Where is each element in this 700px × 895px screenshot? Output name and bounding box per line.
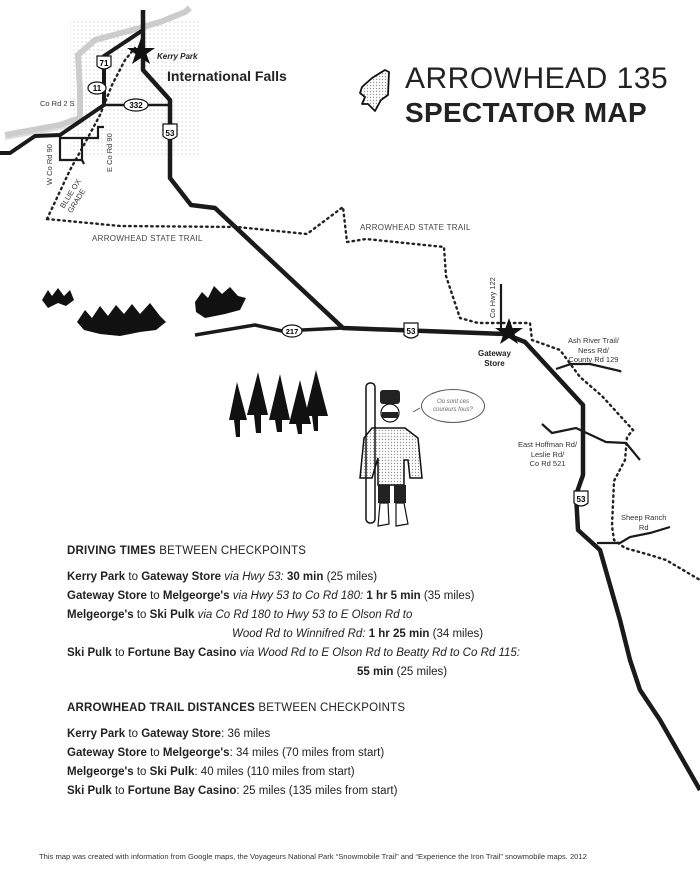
shield-217-icon: 217: [281, 324, 303, 338]
sheep-ranch-road: [597, 525, 671, 545]
w-co-rd-90-label: W Co Rd 90: [45, 144, 54, 185]
shield-332-icon: 332: [123, 98, 149, 112]
east-hoffman-road: [541, 423, 641, 461]
gateway-store-label: Gateway Store: [478, 349, 511, 368]
distance-row: Gateway Store to Melgeorge's: 34 miles (…: [67, 747, 385, 759]
shield-53-icon: 53: [162, 123, 178, 141]
ash-river-trail-road: [555, 362, 622, 373]
arrowhead-state-trail: [45, 204, 700, 582]
title-line-1: ARROWHEAD 135: [405, 62, 669, 95]
trail-distances-header: ARROWHEAD TRAIL DISTANCES BETWEEN CHECKP…: [67, 702, 406, 714]
pine-trees-icon: [42, 286, 246, 336]
kerry-park-label: Kerry Park: [157, 52, 198, 61]
footer-credit: This map was created with information fr…: [39, 852, 587, 861]
driving-times-header: DRIVING TIMES BETWEEN CHECKPOINTS: [67, 545, 307, 557]
shield-71-icon: 71: [96, 55, 112, 70]
voyageur-with-paddle-icon: [359, 382, 423, 527]
arrowhead-state-trail-label: ARROWHEAD STATE TRAIL: [92, 234, 203, 243]
driving-row: Ski Pulk to Fortune Bay Casino via Wood …: [67, 647, 520, 659]
title-line-2: SPECTATOR MAP: [405, 97, 647, 128]
ash-river-trail-label: Ash River Trail/ Ness Rd/ County Rd 129: [568, 336, 619, 364]
svg-text:11: 11: [93, 84, 102, 93]
trail-distances-section: ARROWHEAD TRAIL DISTANCES BETWEEN CHECKP…: [67, 699, 405, 801]
driving-row: Gateway Store to Melgeorge's via Hwy 53 …: [67, 590, 475, 602]
international-falls-label: International Falls: [167, 68, 287, 84]
gateway-store-star-icon[interactable]: [495, 318, 523, 344]
shield-11-icon: 11: [87, 81, 107, 95]
sheep-ranch-rd-label: Sheep Ranch Rd: [621, 513, 667, 532]
shield-53-icon: 53: [573, 490, 589, 507]
svg-text:53: 53: [166, 129, 175, 138]
co-hwy-122-label: Co Hwy 122: [488, 277, 497, 318]
driving-row: Kerry Park to Gateway Store via Hwy 53: …: [67, 571, 378, 583]
shield-53-icon: 53: [403, 322, 419, 339]
svg-text:332: 332: [129, 101, 143, 110]
distance-row: Ski Pulk to Fortune Bay Casino: 25 miles…: [67, 785, 398, 797]
river: [4, 5, 192, 138]
local-roads: [58, 125, 104, 165]
svg-text:217: 217: [286, 327, 299, 336]
speech-bubble: Où sont ces coureurs fous?: [421, 389, 485, 423]
co-rd-2s-label: Co Rd 2 S: [40, 99, 75, 108]
svg-text:53: 53: [407, 327, 416, 336]
blue-ox-grade-trail: [45, 46, 137, 221]
driving-row: Melgeorge's to Ski Pulk via Co Rd 180 to…: [67, 609, 413, 621]
pine-trees-icon: [229, 370, 328, 437]
svg-text:71: 71: [100, 59, 109, 68]
svg-text:53: 53: [577, 495, 586, 504]
kerry-park-star-icon[interactable]: [127, 38, 155, 64]
highway-217: [194, 323, 344, 337]
driving-row-continued: Wood Rd to Winnifred Rd: 1 hr 25 min (34…: [232, 628, 484, 640]
e-co-rd-90-label: E Co Rd 90: [105, 133, 114, 172]
driving-times-section: DRIVING TIMES BETWEEN CHECKPOINTS Kerry …: [67, 542, 520, 682]
driving-row-continued: 55 min (25 miles): [357, 666, 448, 678]
distance-row: Kerry Park to Gateway Store: 36 miles: [67, 728, 271, 740]
highway-53: [140, 10, 700, 792]
arrowhead-logo-icon: [359, 69, 390, 112]
arrowhead-state-trail-label: ARROWHEAD STATE TRAIL: [360, 223, 471, 232]
east-hoffman-rd-label: East Hoffman Rd/ Leslie Rd/ Co Rd 521: [518, 440, 578, 468]
distance-row: Melgeorge's to Ski Pulk: 40 miles (110 m…: [67, 766, 355, 778]
